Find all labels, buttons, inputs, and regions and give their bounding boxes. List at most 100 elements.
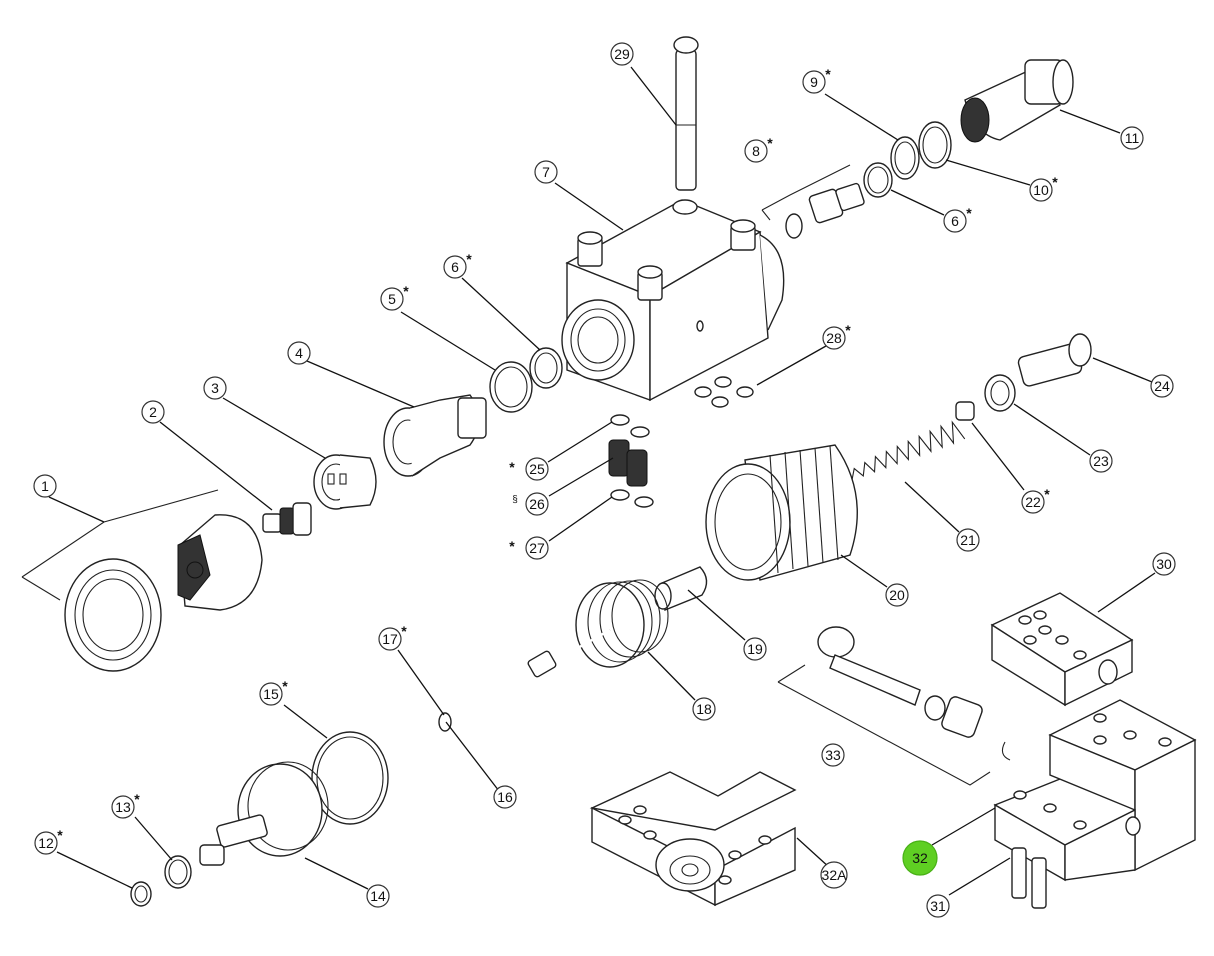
svg-text:*: * (134, 791, 140, 807)
svg-text:22: 22 (1025, 494, 1041, 510)
svg-text:4: 4 (295, 345, 303, 361)
svg-text:32A: 32A (822, 867, 848, 883)
svg-text:*: * (509, 459, 515, 475)
callout-13: 13 * (111, 791, 140, 819)
part-8-fitting (761, 164, 865, 239)
svg-text:*: * (966, 205, 972, 221)
part-21-spring (851, 420, 966, 481)
svg-text:3: 3 (211, 380, 219, 396)
callout-24: 24 (1150, 374, 1174, 398)
part-28-orings (694, 376, 754, 408)
part-29-bolt (673, 36, 699, 191)
svg-text:*: * (509, 538, 515, 554)
part-32A-base-block (589, 771, 797, 907)
callout-26: 26 § (512, 492, 549, 516)
svg-text:*: * (282, 678, 288, 694)
svg-text:6: 6 (451, 259, 459, 275)
callout-31: 31 (926, 894, 950, 918)
svg-text:13: 13 (115, 799, 131, 815)
callout-33: 33 (821, 743, 845, 767)
svg-text:*: * (1044, 486, 1050, 502)
callout-29: 29 (610, 42, 634, 66)
callout-15: 15 * (259, 678, 288, 706)
svg-text:19: 19 (747, 641, 763, 657)
svg-text:33: 33 (825, 747, 841, 763)
svg-text:21: 21 (960, 532, 976, 548)
svg-text:*: * (1052, 174, 1058, 190)
callout-17: 17 * (378, 623, 407, 651)
svg-text:30: 30 (1156, 556, 1172, 572)
callout-20: 20 (885, 583, 909, 607)
svg-text:32: 32 (912, 850, 928, 866)
part-6b-ring (863, 162, 893, 198)
part-19-spacer (654, 566, 708, 611)
callout-3: 3 (203, 376, 227, 400)
svg-text:*: * (57, 827, 63, 843)
svg-text:18: 18 (696, 701, 712, 717)
svg-text:29: 29 (614, 46, 630, 62)
callout-9: 9 * (802, 66, 831, 94)
callout-7: 7 (534, 160, 558, 184)
svg-text:8: 8 (752, 143, 760, 159)
callout-25: 25 * (509, 457, 549, 481)
part-20-knurled-nut (705, 444, 858, 581)
svg-text:10: 10 (1033, 182, 1049, 198)
callout-22: 22 * (1021, 486, 1050, 514)
svg-text:16: 16 (497, 789, 513, 805)
part-14-piston (199, 761, 329, 866)
svg-text:2: 2 (149, 404, 157, 420)
svg-text:26: 26 (529, 496, 545, 512)
callout-27: 27 * (509, 536, 549, 560)
svg-text:15: 15 (263, 686, 279, 702)
callout-28: 28 * (822, 322, 851, 350)
svg-text:11: 11 (1125, 130, 1140, 146)
svg-text:12: 12 (38, 835, 54, 851)
callout-16: 16 (493, 785, 517, 809)
svg-text:28: 28 (826, 330, 842, 346)
callout-32A: 32A (820, 861, 848, 889)
callout-11: 11 (1120, 126, 1144, 150)
svg-text:14: 14 (370, 888, 386, 904)
part-9-ring (890, 136, 920, 180)
leader-lines (48, 66, 1156, 896)
svg-text:§: § (512, 495, 518, 506)
callout-10: 10 * (1029, 174, 1058, 202)
part-16-needle (344, 628, 611, 780)
svg-text:*: * (403, 283, 409, 299)
svg-text:6: 6 (951, 213, 959, 229)
part-30-block (990, 592, 1134, 707)
svg-text:5: 5 (388, 291, 396, 307)
callout-1: 1 (33, 474, 57, 498)
part-31-pins (1011, 847, 1047, 909)
part-5-oring (489, 361, 533, 413)
svg-text:*: * (767, 135, 773, 151)
callout-32-highlighted[interactable]: 32 (902, 840, 938, 876)
callout-4: 4 (287, 341, 311, 365)
svg-text:7: 7 (542, 164, 550, 180)
part-6-oring (529, 347, 563, 389)
svg-text:*: * (825, 66, 831, 82)
callout-8: 8 * (744, 135, 773, 163)
svg-text:20: 20 (889, 587, 905, 603)
callout-6: 6 * (443, 251, 472, 279)
callout-5: 5 * (380, 283, 409, 311)
part-18-spring (575, 579, 669, 668)
part-24-sleeve (1017, 333, 1092, 387)
callout-19: 19 (743, 637, 767, 661)
part-15-gasket (311, 731, 389, 825)
svg-text:17: 17 (382, 631, 398, 647)
svg-text:*: * (845, 322, 851, 338)
callout-6b: 6 * (943, 205, 972, 233)
callout-23: 23 (1089, 449, 1113, 473)
part-11-cartridge (960, 59, 1074, 143)
callout-2: 2 (141, 400, 165, 424)
part-7-main-block (561, 199, 785, 402)
part-22-plug (955, 401, 975, 421)
svg-text:27: 27 (529, 540, 545, 556)
part-33-stem-assembly (777, 626, 1011, 786)
svg-text:31: 31 (930, 898, 946, 914)
callout-21: 21 (956, 528, 980, 552)
part-32-stepped-block (993, 699, 1197, 882)
callout-18: 18 (692, 697, 716, 721)
